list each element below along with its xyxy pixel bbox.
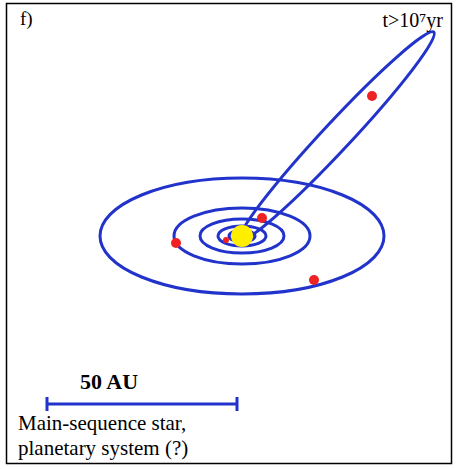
- planet: [367, 91, 377, 101]
- scale-label: 50 AU: [80, 369, 138, 395]
- scale-bar: [47, 397, 237, 411]
- planet: [257, 213, 267, 223]
- scale-tick: [236, 397, 239, 411]
- outer-orbit: [100, 178, 384, 294]
- caption: Main-sequence star, planetary system (?): [18, 411, 268, 462]
- planet: [223, 237, 229, 243]
- planet: [309, 275, 319, 285]
- panel-frame: [7, 4, 452, 464]
- orbits: [100, 23, 444, 294]
- planets: [171, 91, 377, 285]
- time-label: t>10⁷yr: [383, 8, 443, 32]
- planet: [171, 238, 181, 248]
- orbit: [174, 208, 310, 264]
- orbit: [200, 219, 284, 253]
- panel-label: f): [20, 8, 33, 31]
- eccentric-orbit: [230, 23, 444, 250]
- star: [231, 225, 253, 247]
- scale-tick: [46, 397, 49, 411]
- scale-line: [47, 403, 237, 406]
